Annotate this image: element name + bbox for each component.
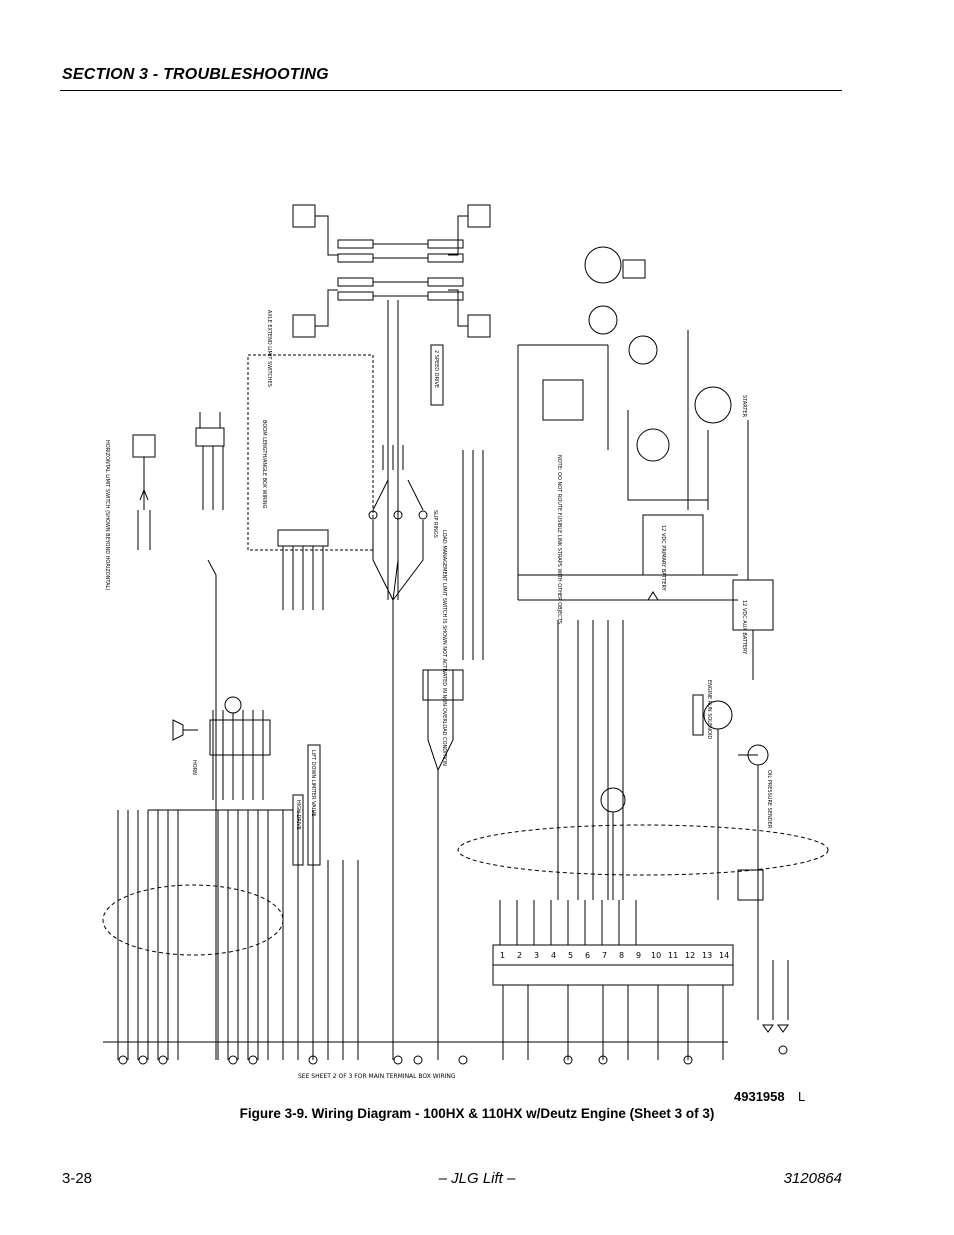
svg-text:7: 7 [602,951,607,960]
starter-symbol [694,386,732,424]
engine-run-label: ENGINE RUN SOLENOID [706,680,712,739]
svg-text:10: 10 [651,951,661,960]
primary-battery [642,514,704,576]
svg-text:14: 14 [719,951,729,960]
svg-text:13: 13 [702,951,712,960]
see-sheet-label: SEE SHEET 2 OF 3 FOR MAIN TERMINAL BOX W… [298,1073,456,1080]
svg-text:4: 4 [551,951,556,960]
boom-box [247,354,374,551]
slip-rings-label: SLIP RINGS [432,510,438,538]
aux-battery-label: 12 VDC AUX BATTERY [741,600,747,655]
svg-text:3: 3 [534,951,539,960]
boom-box-label: BOOM LENGTH/ANGLE BOX WIRING [261,420,267,509]
drawing-number: 4931958 [734,1089,785,1104]
svg-text:11: 11 [668,951,678,960]
svg-text:2: 2 [517,951,522,960]
aux-battery [732,579,774,631]
axle-switch-group [292,204,491,600]
terminal-numbers: 1 2 3 4 5 6 7 8 9 10 11 12 13 14 [500,951,729,960]
oil-pressure-label: OIL PRESSURE SENDER [766,770,772,829]
note-label: NOTE: DO NOT ROUTE FUSIBLE LINK STRAPS W… [556,455,562,624]
document-number: 3120864 [783,1170,842,1187]
svg-text:6: 6 [585,951,590,960]
generator-symbol [584,246,622,284]
speed-drive-label: 2 SPEED DRIVE [433,350,439,388]
svg-text:12: 12 [685,951,695,960]
header-rule [60,90,842,91]
drawing-revision: L [798,1089,806,1104]
lift-down-label: LIFT DOWN LIMITER VALVE [310,750,316,816]
primary-battery-label: 12 VDC PRIMARY BATTERY [660,525,666,592]
axle-switch-label: AXLE EXTEND LIMIT SWITCHES [266,310,272,387]
starter-label: STARTER [741,395,747,418]
svg-text:8: 8 [619,951,624,960]
wiring-diagram: AXLE EXTEND LIMIT SWITCHES BOOM LENGTH/A… [102,204,829,1080]
ground-symbols [118,1045,788,1065]
horizontal-limit-label: HORIZONTAL LIMIT SWITCH (SHOWN BEYOND HO… [104,440,110,590]
footer-brand: – JLG Lift – [438,1170,516,1187]
svg-text:9: 9 [636,951,641,960]
load-mgmt-label: LOAD MANAGEMENT LIMIT SWITCH IS SHOWN NO… [441,530,447,766]
horn-label: HORN [191,760,197,775]
svg-text:1: 1 [500,951,505,960]
figure-caption: Figure 3-9. Wiring Diagram - 100HX & 110… [239,1106,715,1121]
section-title: SECTION 3 - TROUBLESHOOTING [62,66,329,83]
page-number: 3-28 [62,1170,93,1187]
svg-text:5: 5 [568,951,573,960]
